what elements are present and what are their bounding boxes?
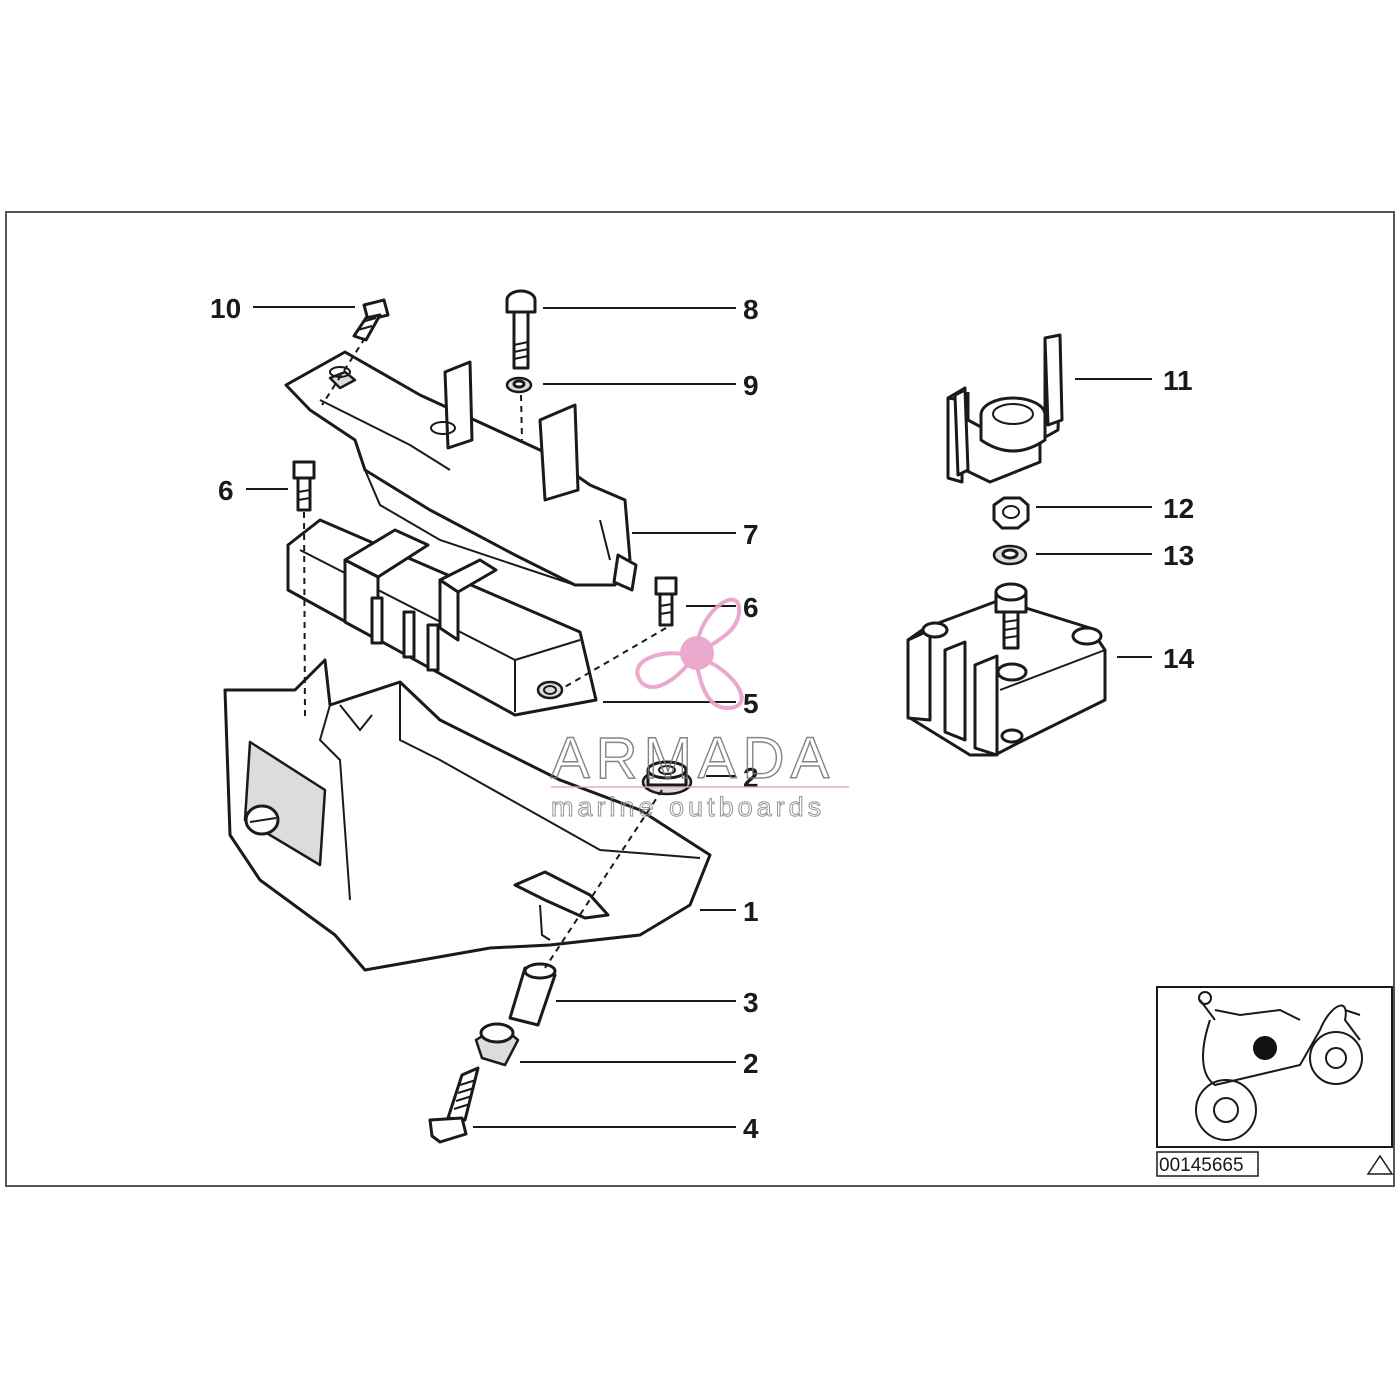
part-2-grommet-lower [474, 1022, 520, 1067]
callout-11: 11 [1163, 365, 1193, 396]
watermark-brand: ARMADA [551, 726, 835, 791]
callout-1: 1 [743, 896, 759, 927]
part-9-washer [505, 376, 533, 394]
callout-13: 13 [1163, 540, 1194, 571]
part-3-sleeve [508, 962, 557, 1027]
reference-code: 00145665 [1159, 1155, 1244, 1176]
callout-8: 8 [743, 294, 759, 325]
assembly-lines [303, 337, 667, 969]
location-thumbnail: 00145665 [1156, 986, 1394, 1177]
part-5-fuse-box [286, 518, 598, 717]
part-8-screw [505, 289, 537, 370]
part-6-screw-left [292, 460, 316, 512]
diagram-frame [5, 211, 1395, 1187]
warning-triangle-icon [1366, 1154, 1394, 1175]
callout-3: 3 [743, 987, 759, 1018]
propeller-logo-icon [635, 597, 744, 711]
callout-labels: 10 8 9 6 7 6 5 2 1 3 2 4 11 12 13 14 [210, 293, 1195, 1144]
part-6-screw-right [654, 576, 678, 627]
callout-6-left: 6 [218, 475, 234, 506]
callout-2-upper: 2 [743, 762, 759, 793]
callout-9: 9 [743, 370, 759, 401]
part-14-mount [906, 582, 1107, 757]
callout-2-lower: 2 [743, 1048, 759, 1079]
part-2-grommet-upper [641, 760, 693, 796]
part-1-lower-tray [223, 658, 712, 972]
part-7-upper-cover [284, 350, 638, 592]
callout-4: 4 [743, 1113, 759, 1144]
callout-14: 14 [1163, 643, 1195, 674]
watermark: ARMADA marine outboards [550, 597, 849, 823]
part-10-screw [352, 298, 390, 342]
callout-5: 5 [743, 688, 759, 719]
callout-6-right: 6 [743, 592, 759, 623]
callout-12: 12 [1163, 493, 1194, 524]
location-marker [1253, 1036, 1277, 1060]
callout-7: 7 [743, 519, 759, 550]
callout-10: 10 [210, 293, 241, 324]
motorcycle-icon [1195, 991, 1363, 1141]
part-11-bracket [946, 333, 1064, 484]
part-13-washer [992, 544, 1028, 566]
leader-lines [246, 306, 1152, 1128]
part-4-bolt [428, 1066, 480, 1144]
part-12-nut [992, 496, 1030, 530]
watermark-tagline: marine outboards [551, 792, 825, 822]
